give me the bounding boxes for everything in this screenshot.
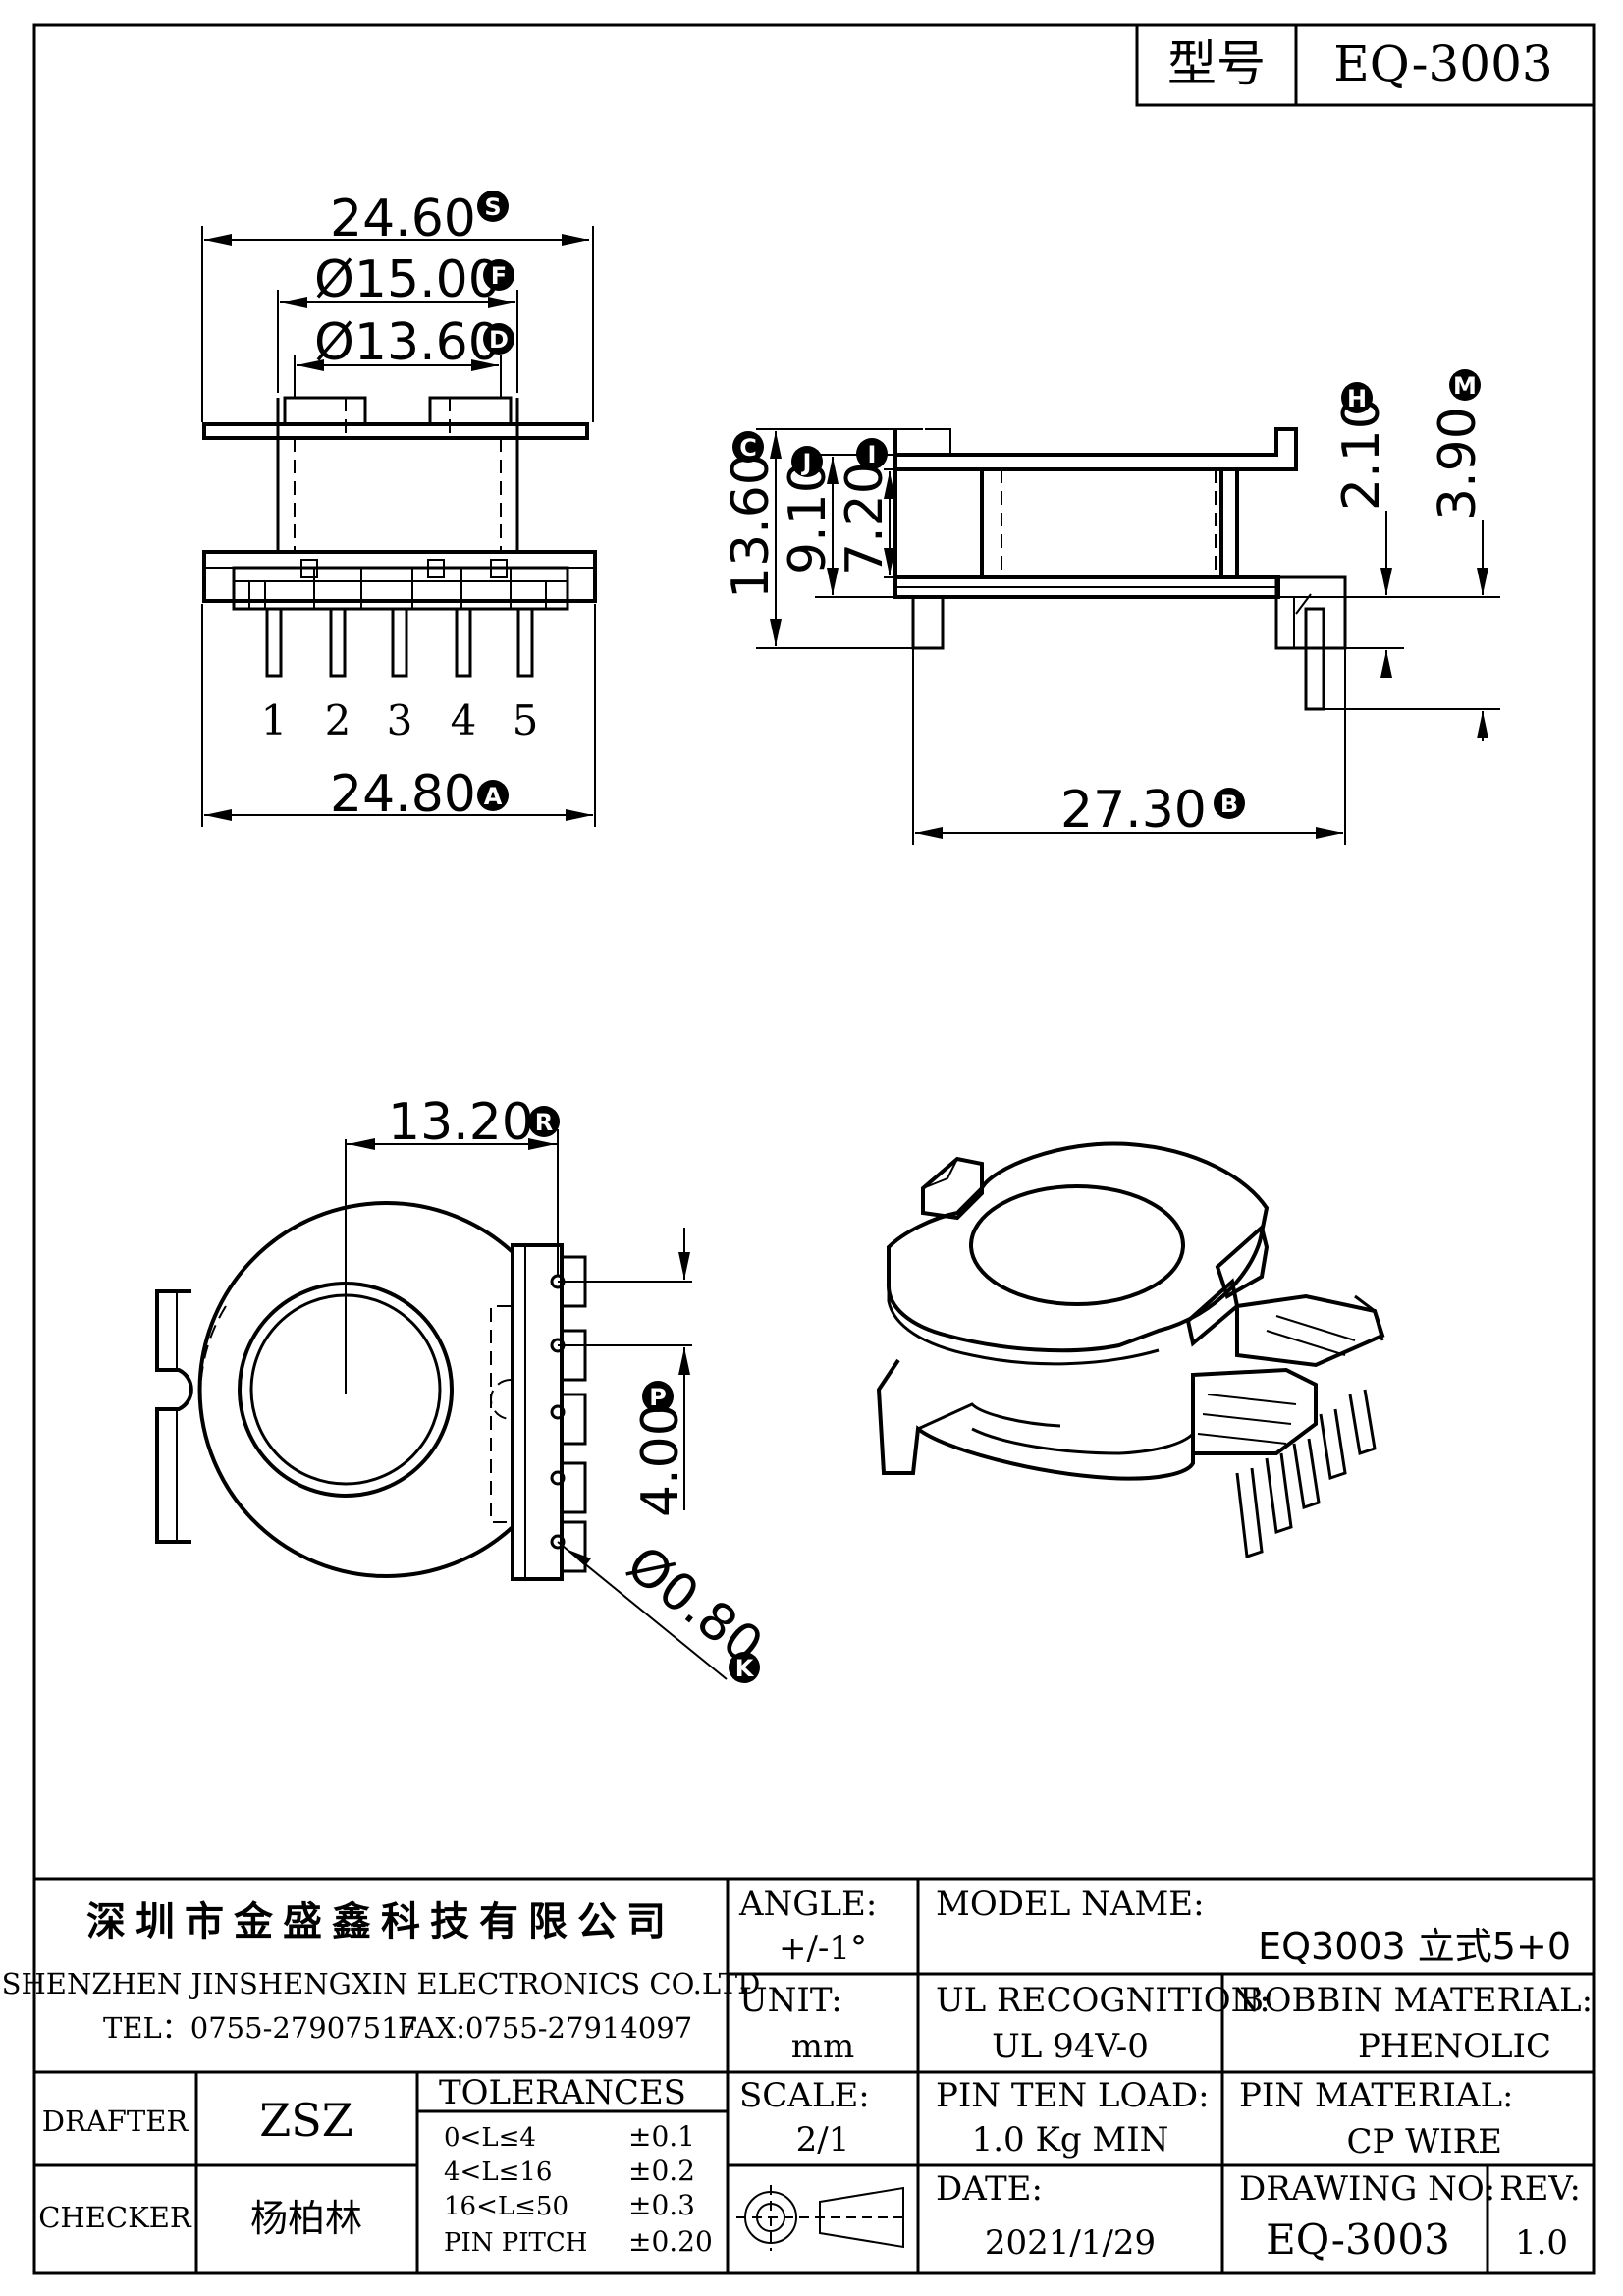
rev-label: REV: (1499, 2169, 1581, 2209)
dim-f-tag: F (491, 262, 507, 290)
tolerance-value-2: ±0.2 (628, 2155, 695, 2187)
dim-m-tag: M (1453, 372, 1477, 400)
pin-load-label: PIN TEN LOAD: (936, 2076, 1210, 2115)
bottom-view: 13.20 R 4.00 P Ø0.80 K (155, 1093, 773, 1683)
bobbin-material-value: PHENOLIC (1358, 2027, 1551, 2066)
title-block: 深圳市金盛鑫科技有限公司 SHENZHEN JINSHENGXIN ELECTR… (2, 1877, 1596, 2275)
company-name-en: SHENZHEN JINSHENGXIN ELECTRONICS CO.LTD (2, 1967, 761, 2000)
dim-c-tag: C (739, 434, 757, 462)
dim-a-value: 24.80 (330, 765, 476, 824)
company-name-cn: 深圳市金盛鑫科技有限公司 (86, 1899, 676, 1944)
tolerance-value-4: ±0.20 (628, 2225, 713, 2258)
unit-value: mm (791, 2027, 854, 2066)
tolerance-range-3: 16<L≤50 (444, 2192, 568, 2221)
dim-d-tag: D (489, 326, 509, 354)
ul-recognition-value: UL 94V-0 (992, 2027, 1149, 2066)
date-value: 2021/1/29 (985, 2223, 1156, 2263)
checker-label: CHECKER (38, 2201, 192, 2234)
pin-material-label: PIN MATERIAL: (1239, 2076, 1514, 2115)
angle-value: +/-1° (779, 1929, 867, 1968)
dim-i-value: 7.20 (836, 462, 894, 575)
drafter-label: DRAFTER (42, 2105, 189, 2138)
drawing-no-value: EQ-3003 (1266, 2215, 1450, 2264)
company-fax: FAX:0755-27914097 (398, 2011, 692, 2045)
model-name-value: EQ3003 立式5+0 (1258, 1925, 1571, 1968)
dim-m-value: 3.90 (1429, 407, 1488, 520)
dim-h-value: 2.10 (1332, 397, 1391, 511)
dim-r-tag: R (535, 1109, 553, 1136)
date-label: DATE: (936, 2169, 1043, 2209)
dim-r-value: 13.20 (388, 1093, 534, 1152)
pin-label-1: 1 (261, 696, 288, 744)
drafter-value: ZSZ (259, 2094, 352, 2147)
scale-value: 2/1 (796, 2120, 850, 2159)
dim-b-tag: B (1220, 791, 1238, 818)
rev-value: 1.0 (1515, 2223, 1568, 2263)
dim-a-tag: A (484, 783, 503, 810)
tolerance-value-1: ±0.1 (628, 2120, 695, 2153)
pin-material-value: CP WIRE (1347, 2122, 1503, 2161)
dim-k-tag: K (735, 1655, 755, 1682)
unit-label: UNIT: (739, 1981, 842, 2020)
bobbin-material-label: BOBBIN MATERIAL: (1239, 1981, 1593, 2020)
ul-recognition-label: UL RECOGNITION: (936, 1981, 1271, 2020)
dim-p-tag: P (649, 1384, 667, 1411)
isometric-view (876, 1141, 1385, 1559)
side-view: 27.30 B 13.60 C 9.10 J 7.20 I (722, 369, 1500, 845)
model-name-label: MODEL NAME: (936, 1885, 1205, 1924)
dim-d-value: Ø13.60 (314, 313, 501, 372)
tolerance-range-1: 0<L≤4 (444, 2123, 536, 2153)
model-header-label: 型号 (1167, 35, 1266, 92)
tolerance-value-3: ±0.3 (628, 2189, 695, 2221)
front-view-pins (265, 607, 534, 678)
tolerances-label: TOLERANCES (439, 2073, 686, 2112)
pin-label-3: 3 (387, 696, 413, 744)
dim-s-value: 24.60 (330, 190, 476, 248)
dim-f-value: Ø15.00 (314, 250, 501, 309)
pin-load-value: 1.0 Kg MIN (972, 2120, 1169, 2159)
checker-value: 杨柏林 (250, 2197, 362, 2240)
tolerance-range-4: PIN PITCH (444, 2228, 587, 2258)
pin-label-5: 5 (513, 696, 539, 744)
front-view: 1 2 3 4 5 24.60 S Ø15.00 F Ø13.60 D (201, 190, 597, 827)
angle-label: ANGLE: (738, 1885, 877, 1924)
model-header-box: 型号 EQ-3003 (1135, 23, 1596, 107)
drawing-no-label: DRAWING NO: (1239, 2169, 1495, 2209)
dim-p-value: 4.00 (631, 1403, 690, 1517)
model-header-value: EQ-3003 (1333, 35, 1552, 92)
company-tel: TEL：0755-27907517 (103, 2011, 417, 2045)
dim-c-value: 13.60 (722, 453, 781, 599)
pin-label-2: 2 (325, 696, 352, 744)
dim-j-value: 9.10 (779, 461, 838, 574)
dim-j-tag: J (801, 449, 812, 476)
dim-b-value: 27.30 (1060, 781, 1207, 840)
pin-label-4: 4 (451, 696, 477, 744)
scale-label: SCALE: (739, 2076, 870, 2115)
projection-symbol (736, 2185, 904, 2251)
dim-i-tag: I (868, 441, 877, 468)
dim-h-tag: H (1347, 385, 1367, 412)
tolerance-range-2: 4<L≤16 (444, 2158, 552, 2187)
dim-s-tag: S (484, 193, 501, 221)
